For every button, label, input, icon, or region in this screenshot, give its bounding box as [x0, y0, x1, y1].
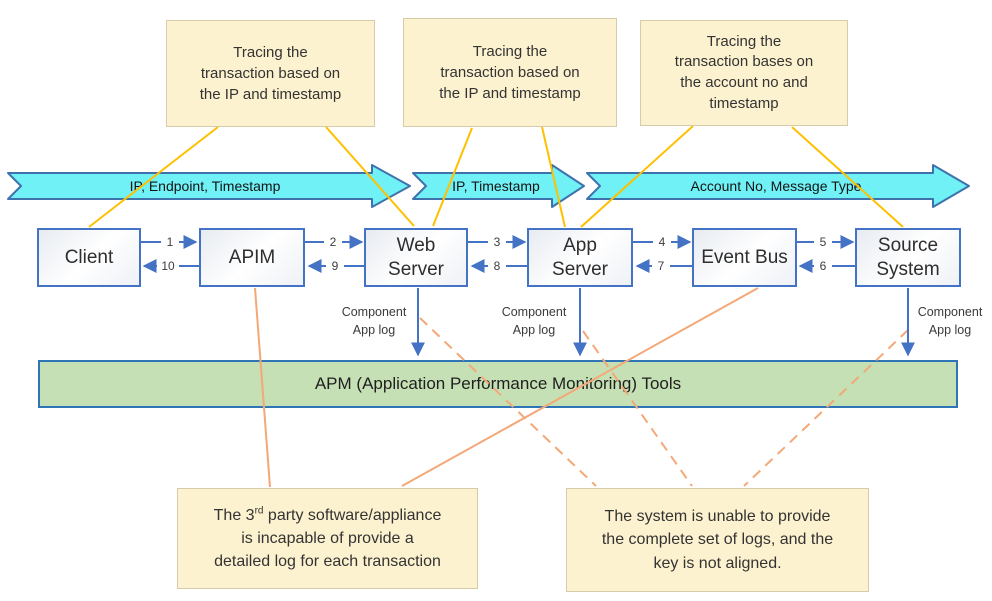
stream-label-3: Account No, Message Type: [691, 178, 862, 194]
number-backing: [814, 235, 832, 249]
note-superscript: rd: [254, 505, 264, 517]
stream-label-1: IP, Endpoint, Timestamp: [130, 178, 281, 194]
number-backing: [488, 235, 506, 249]
dashed-connector-source-system-note: [743, 329, 909, 487]
component-label: APIM: [228, 246, 276, 268]
component-label: Web Server: [388, 234, 444, 280]
number-backing: [814, 259, 832, 273]
callout-trace-ip-2: Tracing the transaction based on the IP …: [403, 18, 617, 127]
callout-line: the IP and timestamp: [439, 85, 581, 103]
callout-line: transaction bases on: [674, 53, 814, 71]
note-text: The 3: [213, 506, 255, 524]
stream-arrow-account-message: [586, 164, 970, 208]
callout-line: Tracing the: [472, 42, 548, 60]
component-label: Source System: [876, 234, 940, 280]
flow-number-8: 8: [494, 259, 501, 273]
callout-trace-account: Tracing the transaction bases on the acc…: [640, 20, 848, 126]
flow-number-9: 9: [332, 259, 339, 273]
number-backing: [324, 235, 342, 249]
note-incomplete-logs: The system is unable to provide the comp…: [566, 488, 869, 592]
flow-number-5: 5: [820, 235, 827, 249]
note-third-party-limitation: The 3rd party software/appliance is inca…: [177, 488, 478, 589]
gold-connector-callout3-source-system: [791, 126, 904, 228]
apm-bar-label: APM (Application Performance Monitoring)…: [314, 374, 682, 393]
flow-number-10: 10: [161, 259, 175, 273]
note-line: detailed log for each transaction: [214, 553, 441, 571]
number-backing: [161, 235, 179, 249]
number-backing: [488, 259, 506, 273]
number-backing: [652, 259, 670, 273]
stream-label-2: IP, Timestamp: [452, 178, 540, 194]
component-app-log-label-source: Component App log: [917, 305, 983, 337]
gold-connector-callout3-app-server: [580, 125, 694, 228]
component-app-log-label-web: Component App log: [341, 305, 407, 337]
component-box-web-server: Web Server: [364, 228, 468, 287]
callout-line: transaction based on: [440, 63, 580, 81]
note-line: the complete set of logs, and the: [601, 531, 834, 549]
gold-connector-callout2-app-server: [541, 126, 566, 228]
callout-trace-ip-1: Tracing the transaction based on the IP …: [166, 20, 375, 127]
flow-number-4: 4: [659, 235, 666, 249]
number-backing: [653, 235, 671, 249]
flow-number-1: 1: [167, 235, 174, 249]
component-label: Event Bus: [701, 246, 788, 268]
note-line: The system is unable to provide: [604, 508, 831, 526]
stream-arrow-ip-endpoint-timestamp: [7, 164, 411, 208]
component-box-event-bus: Event Bus: [692, 228, 797, 287]
callout-line: timestamp: [709, 94, 779, 112]
flow-number-2: 2: [330, 235, 337, 249]
note-line: key is not aligned.: [653, 554, 782, 572]
flow-number-7: 7: [658, 259, 665, 273]
stream-arrow-ip-timestamp: [412, 164, 585, 208]
callout-line: Tracing the: [706, 32, 782, 50]
number-backing: [157, 259, 179, 273]
component-label: Client: [64, 246, 114, 268]
component-app-log-label-app: Component App log: [501, 305, 567, 337]
number-backing: [326, 259, 344, 273]
note-text: party software/appliance: [263, 506, 442, 524]
callout-line: the account no and: [680, 74, 808, 91]
flow-number-3: 3: [494, 235, 501, 249]
apm-tools-bar: APM (Application Performance Monitoring)…: [38, 360, 958, 408]
gold-connector-callout2-web-server: [432, 127, 473, 227]
flow-number-6: 6: [820, 259, 827, 273]
component-box-client: Client: [37, 228, 141, 287]
dashed-connector-app-server-note: [582, 330, 693, 487]
component-box-source-system: Source System: [855, 228, 961, 287]
callout-line: the IP and timestamp: [199, 86, 342, 104]
note-line: is incapable of provide a: [241, 529, 414, 547]
gold-connector-callout1-web-server: [325, 126, 415, 227]
callout-line: transaction based on: [200, 64, 341, 82]
note-line: The 3rd party software/appliance: [178, 504, 477, 527]
component-box-apim: APIM: [199, 228, 305, 287]
callout-line: Tracing the: [233, 43, 308, 61]
gold-connector-callout1-client: [88, 126, 219, 228]
component-box-app-server: App Server: [527, 228, 633, 287]
component-label: App Server: [552, 234, 608, 280]
